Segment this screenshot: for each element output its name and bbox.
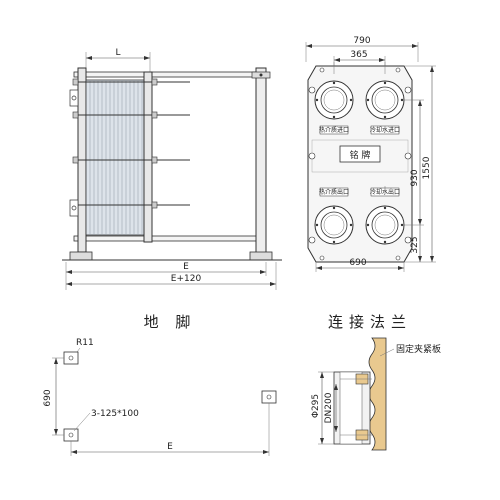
dim-325-label: 325 xyxy=(410,236,420,253)
right-foot xyxy=(249,251,273,261)
dim-790-label: 790 xyxy=(353,36,370,46)
flange-dim-nominal: DN200 xyxy=(324,392,334,423)
dim-e-label: E xyxy=(183,262,189,272)
end-view: 790 365 xyxy=(305,36,436,272)
port-top-right xyxy=(365,80,405,120)
foot-dim-e-label: E xyxy=(167,442,173,452)
tie-bolts xyxy=(78,81,190,206)
foot-holes-label: 3-125*100 xyxy=(91,409,139,419)
pressure-plate xyxy=(143,71,153,243)
port-label-cool-in: 冷却水进口 xyxy=(370,126,400,134)
port-label-hot-in: 热介质进口 xyxy=(319,126,349,134)
left-foot xyxy=(69,251,93,261)
clamp-plate-label: 固定夹紧板 xyxy=(396,343,441,355)
dim-365-label: 365 xyxy=(350,50,367,60)
bottom-guide-bar xyxy=(73,235,267,242)
dim-690-bottom-label: 690 xyxy=(349,258,366,268)
plate-pack xyxy=(85,79,145,236)
dim-e120-label: E+120 xyxy=(171,274,202,284)
flange-detail: 固定夹紧板 Φ295 DN200 xyxy=(311,337,441,451)
dim-930-label: 930 xyxy=(410,169,420,186)
dim-l-label: L xyxy=(115,48,120,58)
foot-plan: R11 690 3-125*100 E xyxy=(43,338,277,456)
plate-lines xyxy=(89,80,143,235)
nameplate xyxy=(339,145,381,163)
front-nozzles xyxy=(69,89,79,217)
dim-1550-label: 1550 xyxy=(422,156,432,179)
front-view: L xyxy=(62,48,282,290)
foot-dim-690-label: 690 xyxy=(43,389,53,406)
clamp-plate xyxy=(368,337,387,451)
port-bottom-left xyxy=(314,205,354,245)
port-label-cool-out: 冷却水出口 xyxy=(370,188,400,196)
port-bottom-right xyxy=(365,205,405,245)
foot-radius-label: R11 xyxy=(76,338,94,348)
flange-section-title: 连接法兰 xyxy=(328,313,412,331)
foot-section-title: 地 脚 xyxy=(144,313,197,331)
support-column xyxy=(255,67,267,257)
port-top-left xyxy=(314,80,354,120)
edge-bolts xyxy=(308,67,412,261)
port-label-hot-out: 热介质出口 xyxy=(319,188,349,196)
top-guide-bar xyxy=(73,71,267,78)
port-bolt-dots xyxy=(315,81,404,244)
nameplate-label: 铭 牌 xyxy=(350,149,371,161)
flange-dim-outer: Φ295 xyxy=(311,394,321,418)
